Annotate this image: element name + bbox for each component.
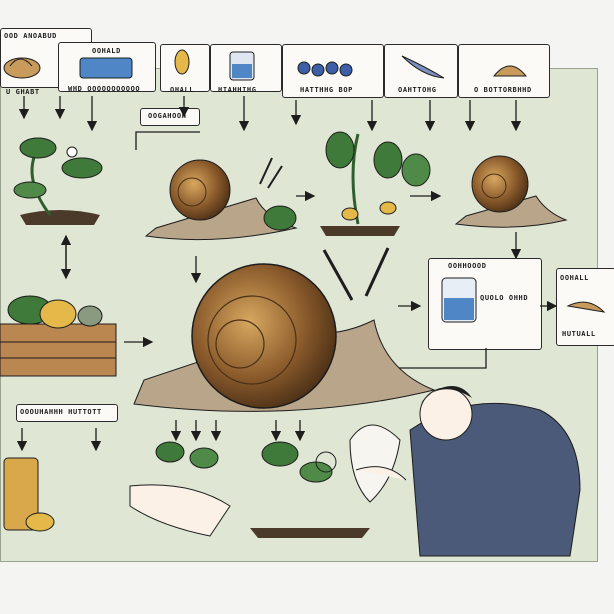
seed-icon xyxy=(174,49,190,75)
jar-icon xyxy=(229,51,255,81)
box-2-title: OOHALD xyxy=(92,47,121,55)
header-sublabel: U GHABT xyxy=(6,88,40,96)
seed-jar xyxy=(3,457,55,532)
right-box-sub: QUOLO OHHD xyxy=(480,294,529,302)
conch-icon xyxy=(401,55,445,79)
box-6-label: OAHTTOHG xyxy=(398,86,437,94)
box-2-sub: WHD OOOOOOOOOOO xyxy=(68,85,141,93)
snail-small-3 xyxy=(566,301,606,313)
far-right-top: OOHALL xyxy=(560,274,589,282)
shell-icon xyxy=(3,57,41,79)
right-box-title: OOHHOOOD xyxy=(448,262,487,270)
jar-illustration xyxy=(441,277,477,323)
plant-bottom xyxy=(250,441,370,538)
snail-small-2 xyxy=(454,155,568,228)
box-7-label: O BOTTORBHHD xyxy=(474,86,532,94)
spiral-shell-icon xyxy=(492,65,528,77)
header-label: OOD ANOABUD xyxy=(4,32,57,40)
right-box xyxy=(428,258,542,350)
snail-small-1 xyxy=(144,157,298,241)
bottom-left-label-box xyxy=(16,404,118,422)
hand-with-plant xyxy=(129,441,231,537)
vegetable-crate xyxy=(0,295,117,377)
far-right-bottom: HUTUALL xyxy=(562,330,596,338)
connector-arrows xyxy=(16,96,558,452)
pebbles-icon xyxy=(297,61,353,77)
person-cleaning xyxy=(349,386,581,557)
box-3-label: OHALL xyxy=(170,86,195,94)
box-5-label: HATTHHG BOP xyxy=(300,86,353,94)
mid-left-label: OOGAHOOH xyxy=(148,112,187,120)
plant-with-snail xyxy=(320,131,431,236)
snail-large xyxy=(133,247,436,412)
container-icon xyxy=(79,57,133,79)
box-4-label: HIAHHIHG xyxy=(218,86,257,94)
bottom-left-label: OOOUHAHHH HUTTOTT xyxy=(20,408,102,416)
plant-left xyxy=(13,137,103,225)
